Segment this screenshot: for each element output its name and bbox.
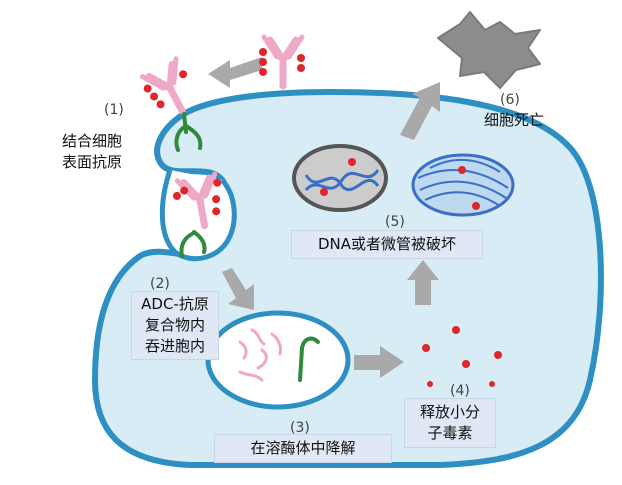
surface-antigen: [174, 112, 203, 152]
arrow-to-release: [354, 346, 404, 378]
degraded-antigen: [298, 336, 320, 382]
internalized-adc: [172, 173, 228, 230]
step-3-label: 在溶酶体中降解: [214, 434, 392, 463]
step-3-line-1: 在溶酶体中降解: [250, 439, 356, 457]
step-3-number: (3): [290, 420, 310, 436]
nucleus: [292, 144, 388, 212]
released-payload: [422, 326, 502, 387]
step-5-line-1: DNA或者微管被破坏: [317, 235, 457, 253]
step-6-line-1: 细胞死亡: [484, 111, 545, 129]
step-5-number: (5): [385, 214, 405, 230]
endocytic-vesicle: [159, 169, 237, 262]
dna-helix: [304, 169, 380, 192]
bound-adc: [138, 57, 202, 122]
step-4-number: (4): [450, 383, 470, 399]
step-4-line-1: 释放小分: [419, 403, 480, 421]
step-6-label: 细胞死亡: [484, 110, 544, 131]
payload-on-targets: [320, 158, 480, 210]
step-2-line-2: 复合物内: [144, 316, 205, 334]
lysosome: [205, 310, 351, 410]
free-adc: [259, 37, 305, 86]
step-6-number: (6): [500, 92, 520, 108]
step-2-line-3: 吞进胞内: [144, 337, 205, 355]
step-2-number: (2): [150, 276, 170, 292]
step-1-label: 结合细胞 表面抗原: [62, 131, 122, 173]
arrow-to-target: [407, 260, 439, 305]
step-2-line-1: ADC-抗原: [141, 295, 209, 313]
arrow-internalize: [222, 268, 254, 310]
step-5-label: DNA或者微管被破坏: [291, 230, 483, 259]
step-1-line-2: 表面抗原: [62, 153, 123, 171]
step-1-line-1: 结合细胞: [62, 132, 123, 150]
internalized-antigen: [179, 230, 207, 258]
step-2-label: ADC-抗原 复合物内 吞进胞内: [131, 291, 219, 360]
step-4-line-2: 子毒素: [427, 424, 473, 442]
arrow-binding: [208, 57, 262, 88]
microtubule-cluster: [411, 153, 515, 217]
step-1-number: (1): [104, 102, 124, 118]
degraded-fragments: [238, 328, 282, 382]
arrow-to-death: [400, 82, 440, 140]
dead-cell-icon: [437, 11, 541, 89]
step-4-label: 释放小分 子毒素: [404, 398, 496, 448]
